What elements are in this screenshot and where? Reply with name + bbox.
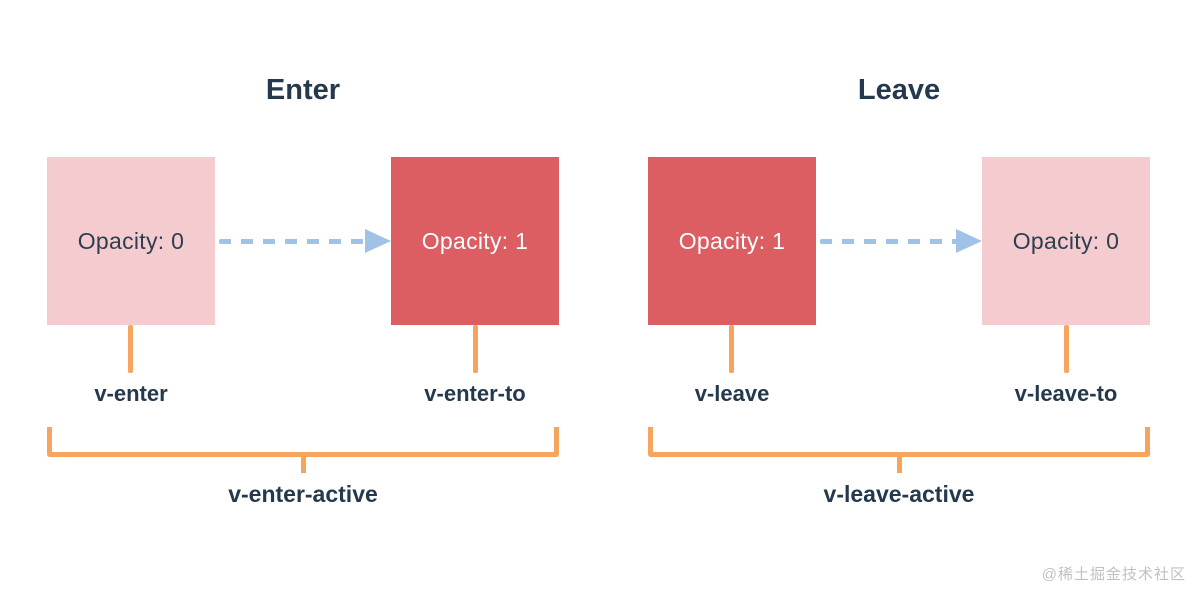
enter-active-bracket <box>47 427 559 457</box>
enter-end-opacity-label: Opacity: 1 <box>421 227 529 254</box>
arrowhead-icon <box>365 229 391 253</box>
enter-end-state-box: Opacity: 1 <box>391 157 559 325</box>
enter-end-class-label: v-enter-to <box>424 381 526 406</box>
enter-start-connector-line <box>128 325 133 373</box>
arrowhead-icon <box>956 229 982 253</box>
enter-active-class-label: v-enter-active <box>228 481 378 507</box>
enter-panel: Enter Opacity: 0 Opacity: 1 v-enter v-en… <box>47 0 559 600</box>
leave-transition-arrow <box>820 229 982 253</box>
leave-end-connector-line <box>1064 325 1069 373</box>
enter-bracket-stem <box>300 457 306 473</box>
leave-end-opacity-label: Opacity: 0 <box>1012 227 1120 254</box>
enter-end-connector-line <box>473 325 478 373</box>
enter-transition-arrow <box>219 229 391 253</box>
enter-panel-title: Enter <box>265 74 341 106</box>
leave-end-state-box: Opacity: 0 <box>982 157 1150 325</box>
watermark-text: @稀土掘金技术社区 <box>1041 566 1186 583</box>
leave-end-class-label: v-leave-to <box>1014 381 1118 406</box>
leave-bracket-stem <box>896 457 902 473</box>
enter-start-state-box: Opacity: 0 <box>47 157 215 325</box>
leave-start-class-label: v-leave <box>694 381 770 406</box>
enter-start-opacity-label: Opacity: 0 <box>77 227 185 254</box>
leave-start-connector-line <box>729 325 734 373</box>
leave-start-opacity-label: Opacity: 1 <box>678 227 786 254</box>
leave-active-bracket <box>648 427 1150 457</box>
leave-panel-title: Leave <box>857 74 941 106</box>
leave-start-state-box: Opacity: 1 <box>648 157 816 325</box>
dashed-line <box>820 239 960 244</box>
enter-start-class-label: v-enter <box>94 381 168 406</box>
dashed-line <box>219 239 369 244</box>
leave-panel: Leave Opacity: 1 Opacity: 0 v-leave v-le… <box>648 0 1150 600</box>
leave-active-class-label: v-leave-active <box>823 481 975 507</box>
